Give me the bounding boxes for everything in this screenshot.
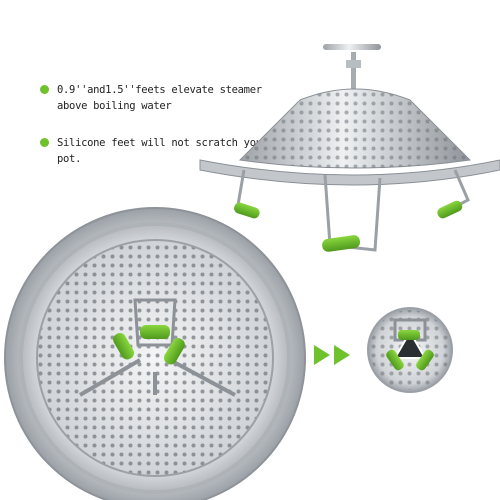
silicone-foot	[437, 200, 463, 219]
feature-elevation: 0.9''and1.5''feets elevate steamer above…	[40, 82, 297, 114]
green-bullet-icon	[40, 85, 49, 94]
folded-legs	[78, 358, 236, 397]
arrow-icon	[314, 345, 350, 365]
silicone-foot	[398, 330, 420, 340]
silicone-foot	[234, 202, 260, 219]
perforated-base	[37, 240, 273, 476]
steamer-top-view	[4, 207, 306, 500]
steamer-side-view	[199, 44, 500, 252]
feet-detail-zoom	[367, 307, 453, 393]
center-post	[351, 52, 356, 92]
silicone-foot	[322, 235, 361, 252]
basket-rim	[199, 159, 500, 186]
silicone-foot	[113, 333, 134, 360]
silicone-foot	[386, 349, 404, 371]
lift-handle	[323, 44, 381, 50]
feature-silicone-text: Silicone feet will not scratch your pot.	[57, 137, 268, 165]
silicone-foot	[416, 349, 434, 371]
silicone-foot	[164, 338, 185, 365]
silicone-foot	[140, 325, 170, 339]
feature-silicone-feet: Silicone feet will not scratch your pot.	[40, 135, 297, 167]
feature-elevation-text: 0.9''and1.5''feets elevate steamer above…	[57, 84, 262, 112]
green-bullet-icon	[40, 138, 49, 147]
